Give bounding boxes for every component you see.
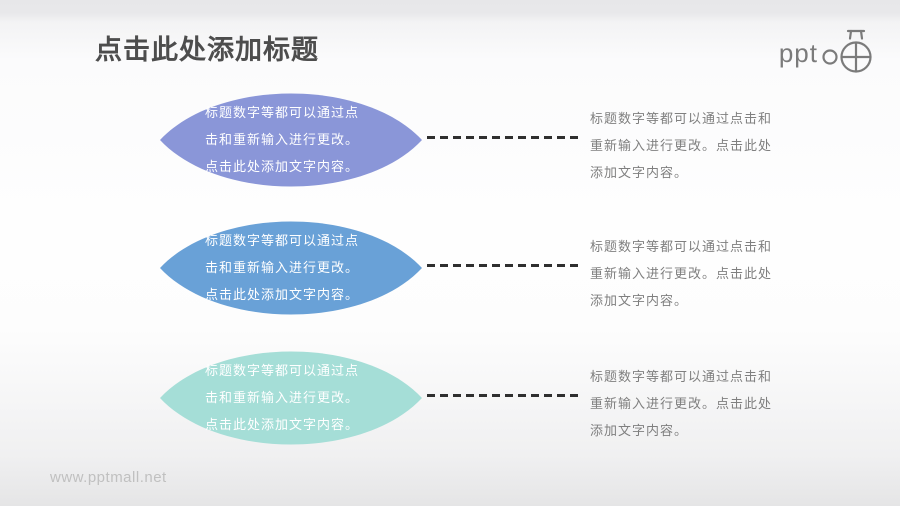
shape-text-line: 击和重新输入进行更改。 <box>205 260 360 275</box>
watermark: www.pptmall.net <box>50 469 167 486</box>
shape-placeholder-text[interactable]: 标题数字等都可以通过点 击和重新输入进行更改。 点击此处添加文字内容。 <box>205 227 359 308</box>
note-text-line: 重新输入进行更改。点击此处 <box>590 396 773 411</box>
note-text-line: 标题数字等都可以通过点击和 <box>590 369 773 384</box>
leaf-shape-1[interactable] <box>160 92 422 188</box>
note-text-line: 添加文字内容。 <box>590 293 689 308</box>
dashed-connector <box>427 264 579 267</box>
dashed-connector <box>427 394 579 397</box>
shape-text-line: 击和重新输入进行更改。 <box>205 132 360 147</box>
dashed-connector <box>427 136 579 139</box>
shape-text-line: 点击此处添加文字内容。 <box>205 287 360 302</box>
note-placeholder-text[interactable]: 标题数字等都可以通过点击和 重新输入进行更改。点击此处 添加文字内容。 <box>590 105 772 186</box>
leaf-shape-3[interactable] <box>160 350 422 446</box>
shape-text-line: 标题数字等都可以通过点 <box>205 363 360 378</box>
page-title[interactable]: 点击此处添加标题 <box>95 35 319 65</box>
circle-crosshair-icon <box>822 29 872 73</box>
note-text-line: 标题数字等都可以通过点击和 <box>590 111 773 126</box>
note-placeholder-text[interactable]: 标题数字等都可以通过点击和 重新输入进行更改。点击此处 添加文字内容。 <box>590 233 772 314</box>
shape-text-line: 标题数字等都可以通过点 <box>205 105 360 120</box>
shape-text-line: 击和重新输入进行更改。 <box>205 390 360 405</box>
note-text-line: 重新输入进行更改。点击此处 <box>590 138 773 153</box>
note-text-line: 添加文字内容。 <box>590 423 689 438</box>
note-text-line: 添加文字内容。 <box>590 165 689 180</box>
shape-placeholder-text[interactable]: 标题数字等都可以通过点 击和重新输入进行更改。 点击此处添加文字内容。 <box>205 99 359 180</box>
list-item: 标题数字等都可以通过点 击和重新输入进行更改。 点击此处添加文字内容。 标题数字… <box>0 220 900 316</box>
shape-text-line: 点击此处添加文字内容。 <box>205 417 360 432</box>
shape-placeholder-text[interactable]: 标题数字等都可以通过点 击和重新输入进行更改。 点击此处添加文字内容。 <box>205 357 359 438</box>
shape-text-line: 点击此处添加文字内容。 <box>205 159 360 174</box>
note-placeholder-text[interactable]: 标题数字等都可以通过点击和 重新输入进行更改。点击此处 添加文字内容。 <box>590 363 772 444</box>
note-text-line: 重新输入进行更改。点击此处 <box>590 266 773 281</box>
logo-text: ppt <box>778 37 818 68</box>
leaf-shape-2[interactable] <box>160 220 422 316</box>
shape-text-line: 标题数字等都可以通过点 <box>205 233 360 248</box>
list-item: 标题数字等都可以通过点 击和重新输入进行更改。 点击此处添加文字内容。 标题数字… <box>0 92 900 188</box>
list-item: 标题数字等都可以通过点 击和重新输入进行更改。 点击此处添加文字内容。 标题数字… <box>0 350 900 446</box>
pptmall-logo: ppt <box>779 26 876 74</box>
note-text-line: 标题数字等都可以通过点击和 <box>590 239 773 254</box>
